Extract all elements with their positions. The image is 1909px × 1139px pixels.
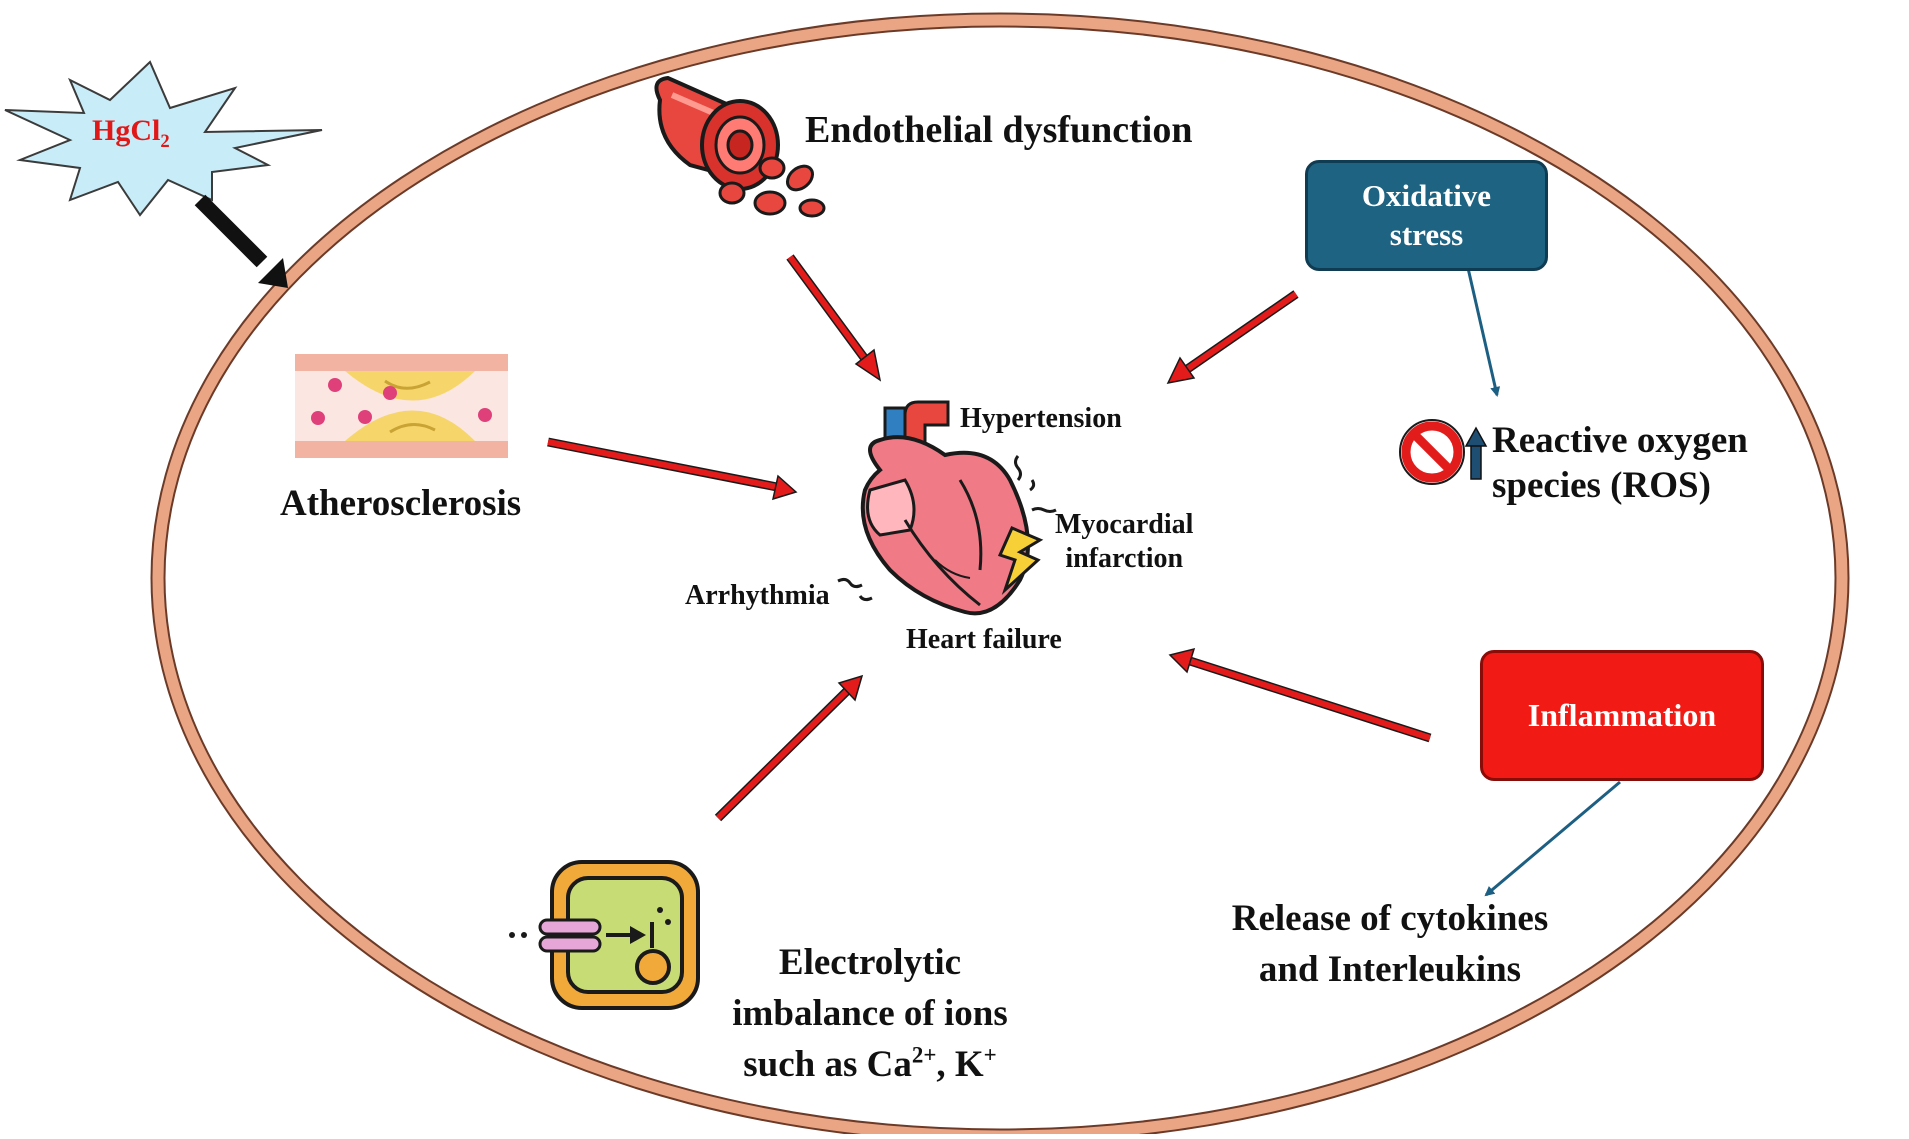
cytokines-label: Release of cytokines and Interleukins bbox=[1195, 893, 1585, 995]
hgcl2-text: HgCl bbox=[92, 114, 161, 147]
blood-vessel-icon bbox=[654, 75, 826, 218]
hgcl2-label: HgCl2 bbox=[92, 114, 170, 151]
arrow-electrolyte-to-heart bbox=[714, 674, 864, 822]
arrow-inflammation-to-heart bbox=[1168, 647, 1432, 743]
myocardial-infarction-label: Myocardial infarction bbox=[1055, 508, 1193, 575]
electrolyte-cell-icon bbox=[509, 860, 700, 1010]
myocardial-line2: infarction bbox=[1065, 542, 1184, 574]
ros-increase-arrow-icon bbox=[1464, 426, 1488, 480]
oxidative-stress-line1: Oxidative bbox=[1361, 177, 1492, 213]
atherosclerosis-label: Atherosclerosis bbox=[280, 483, 522, 524]
hypertension-label: Hypertension bbox=[960, 403, 1122, 434]
arrhythmia-label: Arrhythmia bbox=[685, 580, 830, 611]
arrow-inflammation-to-cytokines bbox=[1484, 780, 1621, 897]
inflammation-box: Inflammation bbox=[1480, 650, 1764, 781]
heart-icon bbox=[837, 400, 1057, 616]
ros-inhibit-icon bbox=[1399, 419, 1465, 485]
hgcl2-entry-arrow bbox=[194, 194, 288, 288]
myocardial-line1: Myocardial bbox=[1055, 509, 1194, 540]
endothelial-dysfunction-label: Endothelial dysfunction bbox=[805, 109, 1193, 151]
cytokines-line2: and Interleukins bbox=[1258, 949, 1522, 991]
arrow-atherosclerosis-to-heart bbox=[547, 437, 798, 501]
arrow-oxidative-to-ros bbox=[1466, 267, 1501, 397]
heart-failure-label: Heart failure bbox=[906, 624, 1062, 655]
electrolytic-ca-text: such as Ca bbox=[743, 1044, 912, 1086]
cytokines-line1: Release of cytokines bbox=[1231, 898, 1549, 939]
arrow-endothelial-to-heart bbox=[786, 254, 882, 382]
ca-charge: 2+ bbox=[911, 1042, 937, 1068]
electrolytic-imbalance-label: Electrolytic imbalance of ions such as C… bbox=[700, 937, 1040, 1090]
ros-label: Reactive oxygen species (ROS) bbox=[1492, 418, 1748, 508]
hgcl2-burst-shape bbox=[4, 60, 323, 217]
arrow-oxidative-to-heart bbox=[1166, 290, 1299, 385]
electrolytic-line2: imbalance of ions bbox=[732, 993, 1008, 1035]
ros-line1: Reactive oxygen bbox=[1492, 420, 1748, 461]
k-charge: + bbox=[983, 1042, 997, 1068]
electrolytic-line1: Electrolytic bbox=[778, 942, 962, 983]
hgcl2-subscript: 2 bbox=[160, 131, 170, 152]
oxidative-stress-box: Oxidative stress bbox=[1305, 160, 1548, 271]
oxidative-stress-line2: stress bbox=[1389, 216, 1464, 252]
ros-line2: species (ROS) bbox=[1492, 465, 1711, 507]
electrolytic-line3: such as Ca2+, K+ bbox=[700, 1039, 1040, 1090]
electrolytic-k-text: , K bbox=[936, 1044, 984, 1086]
artery-plaque-icon bbox=[295, 354, 508, 458]
